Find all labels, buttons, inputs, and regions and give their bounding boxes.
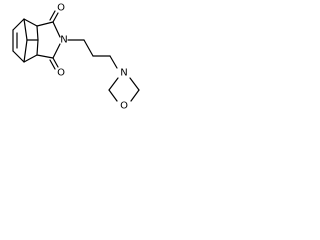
morpholine-oxygen-label: O [120,101,128,112]
bond [52,21,61,38]
bond [36,54,54,59]
bond [52,43,61,59]
imide-ring [36,10,61,70]
carbonyl-bond [49,59,56,70]
bond [23,18,38,27]
bond [23,39,28,63]
atom-labels: O N O N O [57,3,128,112]
bicyclic-cage [12,18,39,63]
bond [129,77,140,91]
bond [109,55,118,69]
carbonyl-bond [49,10,56,21]
carbonyl-bond [52,57,59,68]
bond [36,21,54,27]
imide-nitrogen-label: N [60,35,67,46]
bond [130,89,140,102]
bond [36,39,39,56]
bond [83,39,94,57]
propyl-chain [67,39,118,69]
bond [23,54,38,63]
structure-diagram: O N O N O [12,3,140,112]
morpholine-nitrogen-label: N [120,68,127,79]
morpholine-ring [108,77,140,102]
bond [12,50,25,63]
carbonyl-bond [52,12,59,23]
carbonyl-oxygen-bottom-label: O [57,68,65,79]
carbonyl-oxygen-top-label: O [57,3,65,14]
bond [12,18,25,31]
bond [108,89,118,102]
bond [36,25,39,41]
bond [108,77,119,91]
bond [23,18,28,41]
